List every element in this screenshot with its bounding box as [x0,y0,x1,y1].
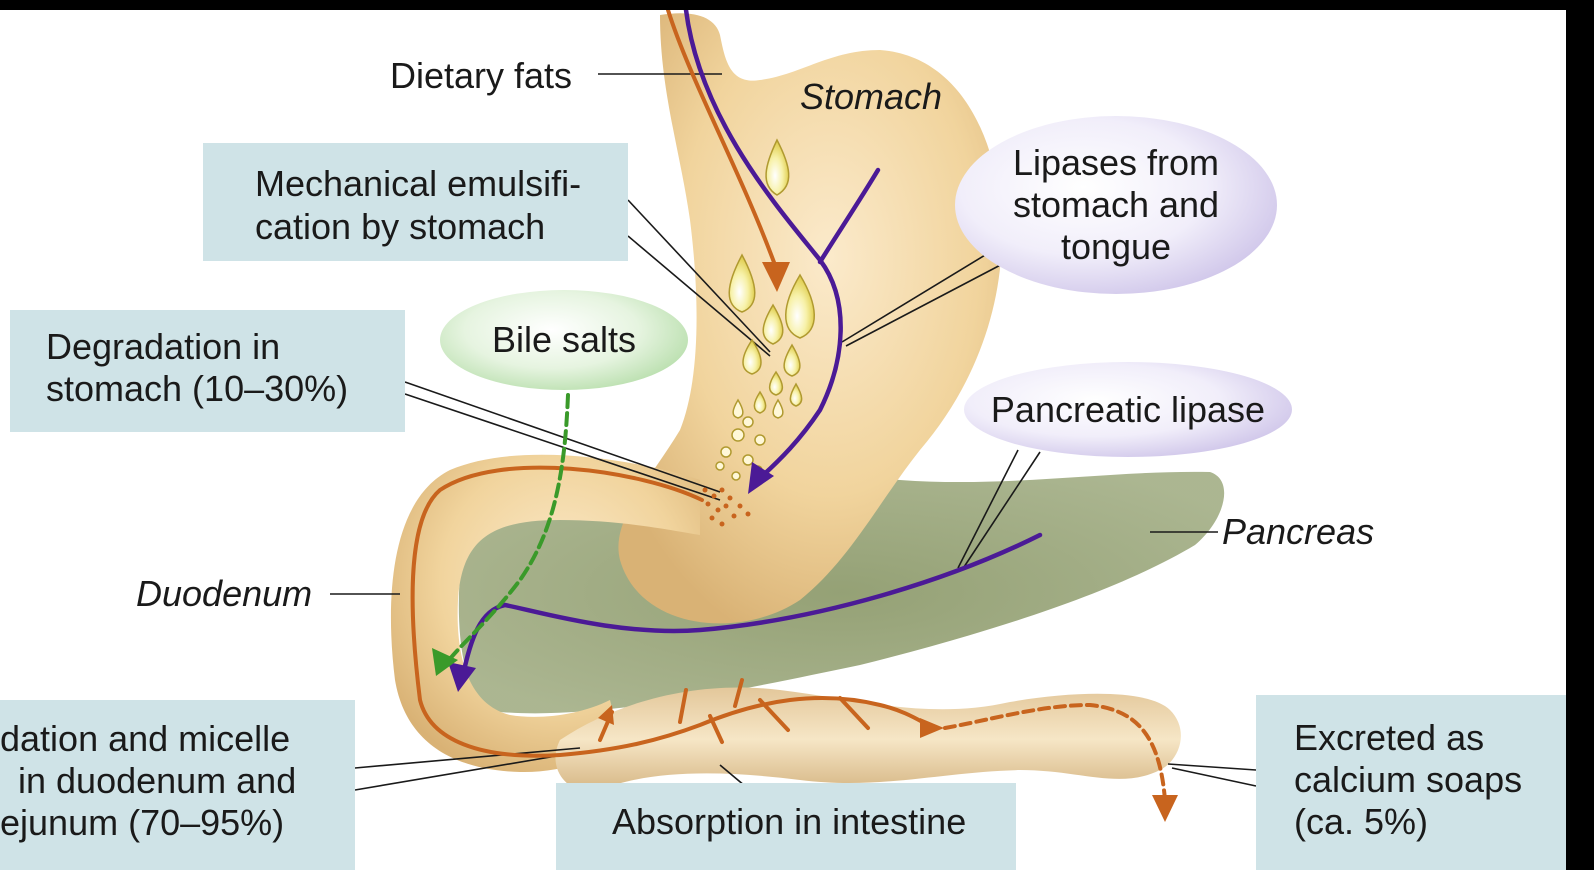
lipases-oval: Lipases from stomach and tongue [955,116,1277,294]
pancreatic-lipase-text: Pancreatic lipase [991,389,1265,431]
bile-salts-text: Bile salts [492,319,636,361]
excreted-text-3: (ca. 5%) [1294,801,1428,843]
bile-salts-oval: Bile salts [440,290,688,390]
degradation-stomach-text-1: Degradation in [46,326,280,368]
excreted-box: Excreted as calcium soaps (ca. 5%) [1256,695,1566,870]
lipases-text-2: stomach and [1013,184,1219,226]
excreted-text-1: Excreted as [1294,717,1484,759]
emulsification-text-2: cation by stomach [255,206,545,248]
top-border [0,0,1594,10]
excreted-text-2: calcium soaps [1294,759,1522,801]
degradation-duodenum-text-3: ejunum (70–95%) [0,802,284,844]
degradation-stomach-box: Degradation in stomach (10–30%) [10,310,405,432]
emulsification-box: Mechanical emulsifi- cation by stomach [203,143,628,261]
right-border [1566,0,1594,870]
degradation-duodenum-text-1: dation and micelle [0,718,290,760]
degradation-duodenum-box: dation and micelle in duodenum and ejunu… [0,700,355,870]
pancreas-label: Pancreas [1222,511,1374,553]
dietary-fats-label: Dietary fats [390,55,572,97]
degradation-duodenum-text-2: in duodenum and [18,760,296,802]
absorption-box: Absorption in intestine [556,783,1016,870]
pancreatic-lipase-oval: Pancreatic lipase [964,362,1292,457]
absorption-text: Absorption in intestine [612,801,966,843]
duodenum-label: Duodenum [136,573,312,615]
stomach-label: Stomach [800,76,942,118]
lipases-text-3: tongue [1013,226,1219,268]
lipases-text-1: Lipases from [1013,142,1219,184]
degradation-stomach-text-2: stomach (10–30%) [46,368,348,410]
emulsification-text-1: Mechanical emulsifi- [255,163,581,205]
